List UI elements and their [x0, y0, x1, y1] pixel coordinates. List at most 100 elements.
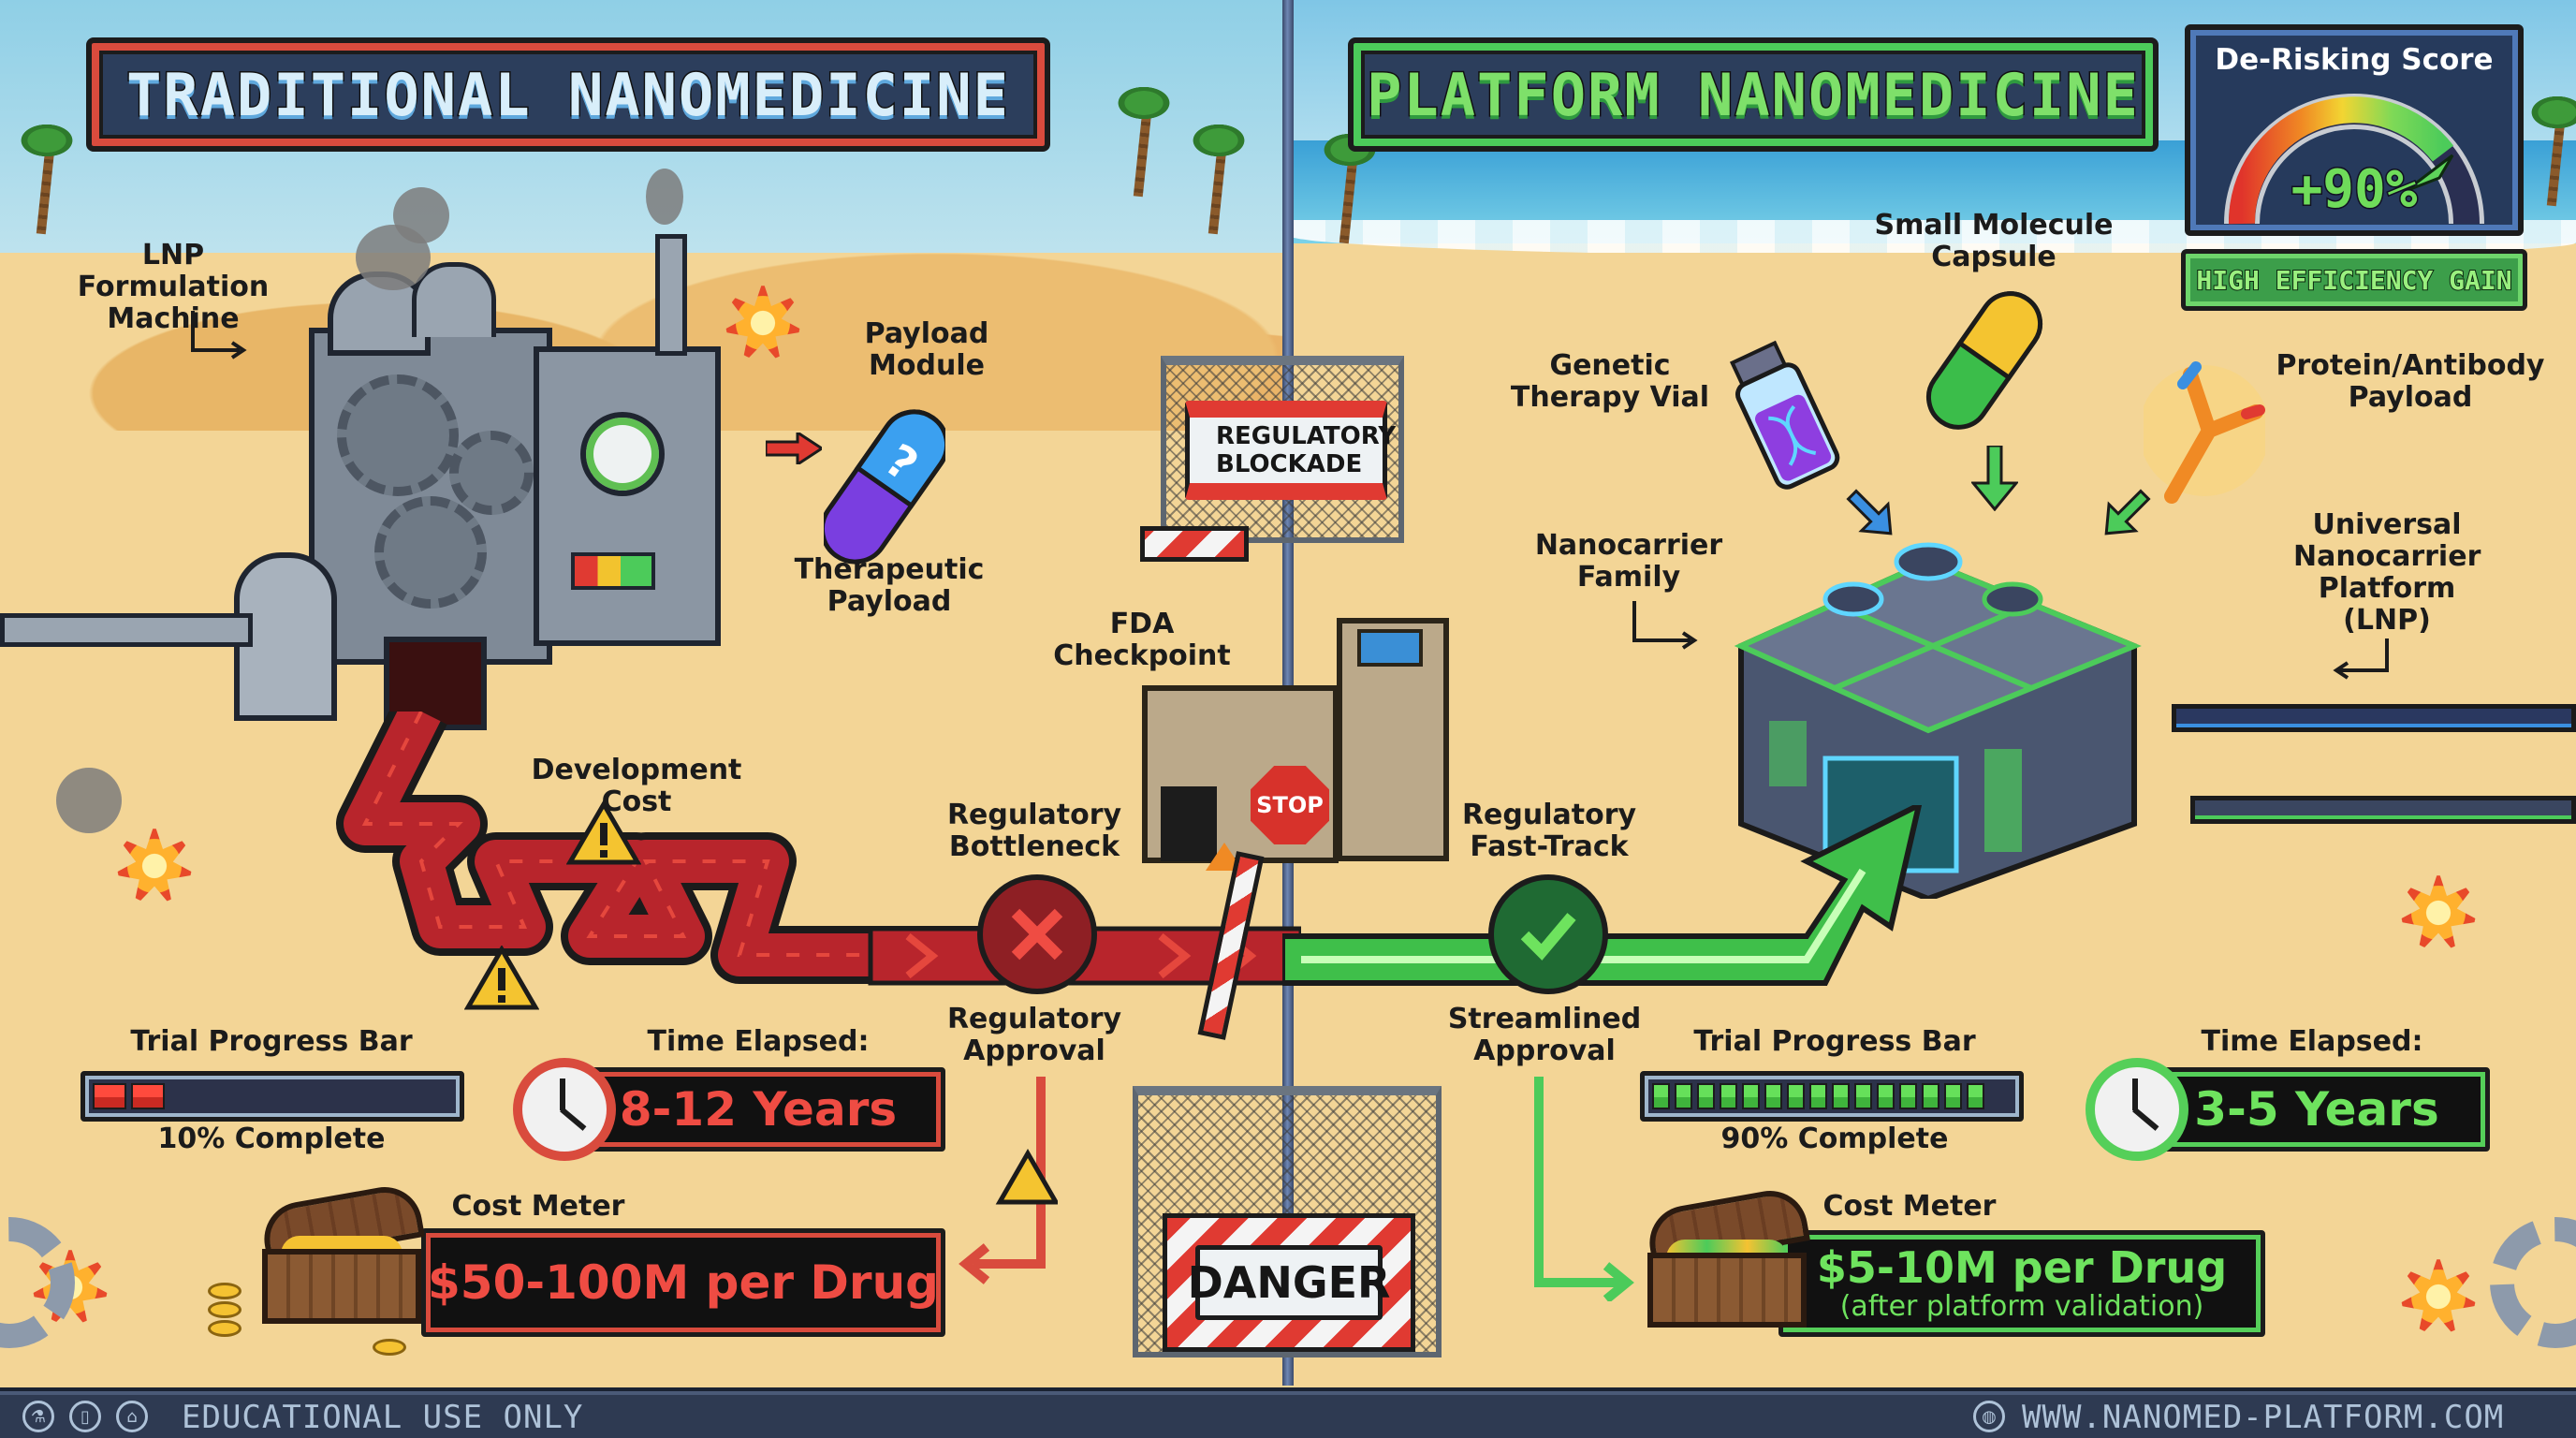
- traditional-title-banner: TRADITIONAL NANOMEDICINE: [86, 37, 1050, 152]
- checkpoint-door: [1161, 786, 1217, 861]
- bottle-icon: ▯: [69, 1401, 101, 1432]
- streamlined-approval-label: Streamlined Approval: [1447, 1003, 1642, 1067]
- blockade-sign-text: REGULATORY BLOCKADE: [1216, 422, 1397, 478]
- small-molecule-capsule-icon: [1925, 291, 2043, 430]
- footer-bar: ⚗ ▯ ⌂ EDUCATIONAL USE ONLY ◍ WWW.NANOMED…: [0, 1387, 2576, 1438]
- left-time-value: 8-12 Years: [619, 1082, 898, 1137]
- treasure-chest-emerald-icon: [1638, 1184, 1816, 1329]
- treasure-chest-gold-icon: [253, 1181, 431, 1326]
- antibody-icon: [2144, 361, 2265, 504]
- progress-segment: [1720, 1083, 1737, 1109]
- hazard-barrier: [1140, 526, 1249, 562]
- platform-title: PLATFORM NANOMEDICINE: [1366, 59, 2140, 130]
- genetic-therapy-vial-icon: [1729, 340, 1840, 490]
- progress-segment: [1809, 1083, 1827, 1109]
- coin-icon: [373, 1339, 406, 1356]
- progress-segment: [93, 1083, 126, 1109]
- palm-tree-icon: [1114, 66, 1174, 198]
- left-cost-label: Cost Meter: [451, 1190, 625, 1223]
- progress-segment: [1899, 1083, 1917, 1109]
- left-cost-panel: $50-100M per Drug: [421, 1228, 945, 1337]
- green-elbow-arrow-icon: [1534, 1077, 1634, 1301]
- danger-sign-text: DANGER: [1187, 1257, 1391, 1308]
- universal-platform-label: Universal Nanocarrier Platform (LNP): [2293, 508, 2481, 637]
- footer-disclaimer: EDUCATIONAL USE ONLY: [182, 1399, 584, 1436]
- blue-arrow-down-right-icon: [1846, 489, 1893, 536]
- left-time-panel: 8-12 Years: [571, 1067, 945, 1152]
- progress-segment: [1922, 1083, 1939, 1109]
- right-time-label: Time Elapsed:: [2201, 1025, 2423, 1058]
- arrow-bend-left-icon: [2333, 638, 2389, 680]
- regulatory-bottleneck-label: Regulatory Bottleneck: [946, 799, 1122, 863]
- gauge-title: De-Risking Score: [2215, 43, 2494, 77]
- palm-tree-icon: [1189, 103, 1249, 235]
- input-pipe: [0, 613, 253, 647]
- flask-icon: ⚗: [22, 1401, 54, 1432]
- pressure-gauge-icon: [580, 412, 665, 496]
- machine-label: LNP Formulation Machine: [77, 239, 270, 335]
- coin-stack-icon: [208, 1283, 242, 1299]
- red-elbow-arrow-icon: [959, 1077, 1058, 1284]
- palm-tree-icon: [2527, 75, 2576, 207]
- lab-building-icon: ⌂: [116, 1401, 148, 1432]
- right-time-panel: 3-5 Years: [2144, 1067, 2490, 1152]
- fda-checkpoint-label: FDA Checkpoint: [1053, 608, 1231, 672]
- left-progress-caption: 10% Complete: [157, 1123, 386, 1155]
- protein-antibody-label: Protein/Antibody Payload: [2276, 349, 2545, 414]
- efficiency-gain-badge: HIGH EFFICIENCY GAIN: [2181, 249, 2527, 311]
- arrow-bend-right-icon: [1632, 601, 1698, 650]
- danger-barrier: DANGER: [1163, 1213, 1415, 1352]
- status-lights-icon: [571, 552, 655, 590]
- x-icon: [1011, 908, 1063, 961]
- danger-sign: DANGER: [1188, 1245, 1390, 1320]
- warning-triangle-icon: [464, 946, 539, 1010]
- arrow-bend-right-icon: [191, 311, 247, 360]
- progress-segment: [1944, 1083, 1962, 1109]
- universal-nanocarrier-platform-icon: [1734, 542, 2142, 899]
- right-progress-caption: 90% Complete: [1720, 1123, 1949, 1155]
- regulatory-fast-track-label: Regulatory Fast-Track: [1461, 799, 1637, 863]
- progress-segment: [1652, 1083, 1670, 1109]
- therapeutic-payload-label: Therapeutic Payload: [794, 553, 985, 618]
- regulatory-approval-label: Regulatory Approval: [946, 1003, 1122, 1067]
- traditional-title: TRADITIONAL NANOMEDICINE: [125, 59, 1010, 130]
- coin-stack-icon: [208, 1301, 242, 1318]
- gauge-arc-icon: [2224, 94, 2484, 225]
- platform-title-banner: PLATFORM NANOMEDICINE: [1348, 37, 2159, 152]
- de-risking-score-panel: De-Risking Score +90%: [2185, 24, 2524, 236]
- left-time-label: Time Elapsed:: [647, 1025, 870, 1058]
- efficiency-gain-text: HIGH EFFICIENCY GAIN: [2195, 264, 2512, 297]
- coin-stack-icon: [208, 1320, 242, 1337]
- regulatory-blockade-sign: REGULATORY BLOCKADE: [1185, 401, 1397, 500]
- small-molecule-label: Small Molecule Capsule: [1874, 209, 2114, 273]
- palm-tree-icon: [17, 103, 77, 235]
- genetic-therapy-label: Genetic Therapy Vial: [1510, 349, 1710, 414]
- left-progress-label: Trial Progress Bar: [130, 1025, 413, 1058]
- right-cost-label: Cost Meter: [1822, 1190, 1997, 1223]
- progress-segment: [1764, 1083, 1782, 1109]
- stopwatch-icon: [513, 1058, 616, 1161]
- payload-module-label: Payload Module: [864, 317, 989, 382]
- progress-segment: [1787, 1083, 1805, 1109]
- smoke-icon: [646, 169, 683, 225]
- stop-sign-icon: STOP: [1251, 766, 1329, 844]
- lnp-formulation-machine-icon: [234, 234, 758, 740]
- left-cost-value: $50-100M per Drug: [428, 1255, 939, 1310]
- green-arrow-down-left-icon: [2104, 489, 2151, 536]
- smoke-icon: [56, 768, 122, 833]
- green-arrow-down-icon: [1971, 446, 2018, 511]
- approved-status-badge: [1488, 874, 1608, 994]
- footer-website-link[interactable]: WWW.NANOMED-PLATFORM.COM: [2022, 1399, 2505, 1436]
- output-conduit-blue: [2172, 704, 2576, 732]
- progress-segment: [1877, 1083, 1895, 1109]
- check-icon: [1520, 913, 1576, 961]
- right-cost-value: $5-10M per Drug: [1816, 1242, 2228, 1293]
- development-cost-label: Development Cost: [531, 754, 742, 818]
- globe-icon: ◍: [1973, 1401, 2005, 1432]
- output-conduit-green: [2190, 796, 2576, 824]
- tower-window: [1357, 629, 1423, 667]
- progress-segment: [1697, 1083, 1715, 1109]
- progress-segment: [1967, 1083, 1984, 1109]
- red-arrow-right-icon: [766, 433, 822, 464]
- progress-segment: [1832, 1083, 1850, 1109]
